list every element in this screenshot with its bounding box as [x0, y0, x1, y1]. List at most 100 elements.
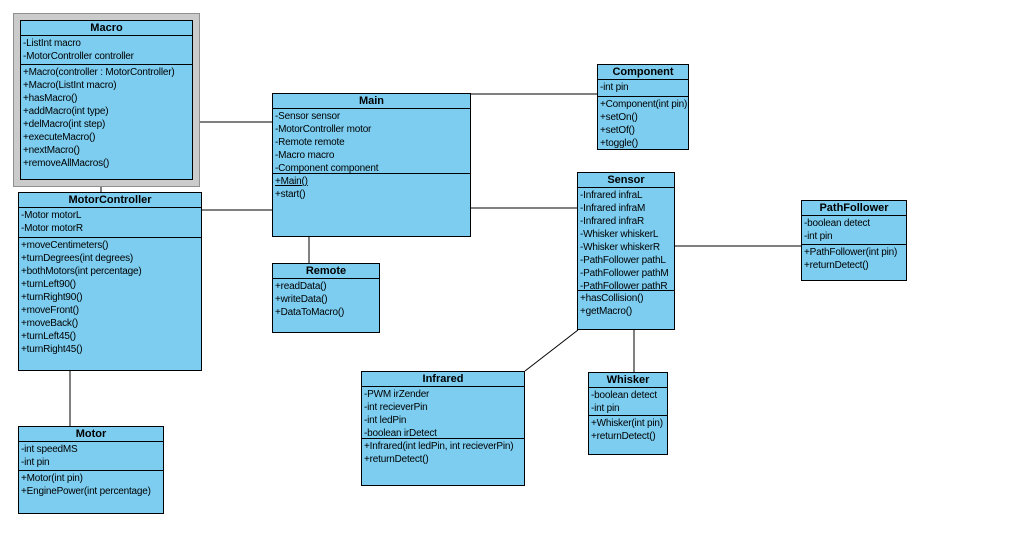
uml-method: +Component(int pin) [600, 99, 688, 110]
class-box-whisker[interactable]: Whisker -boolean detect -int pin +Whisker… [588, 372, 668, 455]
attributes-compartment: -Motor motorL -Motor motorR [19, 207, 201, 237]
uml-method: +returnDetect() [804, 260, 869, 271]
uml-method: +turnLeft45() [21, 331, 76, 342]
class-box-infrared[interactable]: Infrared -PWM irZender-int recieverPin-i… [361, 371, 525, 486]
class-box-macro[interactable]: Macro -ListInt macro -MotorController con… [20, 20, 193, 180]
uml-method: +setOf() [600, 125, 635, 136]
class-title: Component [612, 66, 674, 78]
class-title: Main [358, 95, 385, 107]
methods-compartment: +readData() +writeData() +DataToMacro() [273, 278, 379, 332]
uml-attribute: -int pin [21, 457, 50, 468]
uml-method: +turnDegrees(int degrees) [21, 253, 134, 264]
association-sensor-infrared[interactable] [524, 329, 579, 372]
uml-attribute: -Whisker whiskerR [580, 242, 660, 253]
class-title: Macro [90, 22, 123, 34]
class-box-pathfollower[interactable]: PathFollower -boolean detect -int pin +Pa… [801, 200, 907, 281]
class-box-remote[interactable]: Remote +readData() +writeData() +DataToMac… [272, 263, 380, 333]
class-title: PathFollower [819, 202, 889, 214]
uml-method: +bothMotors(int percentage) [21, 266, 142, 277]
methods-compartment: +Infrared(int ledPin, int recieverPin) +r… [362, 438, 524, 485]
uml-method: +setOn() [600, 112, 638, 123]
methods-compartment: +Macro(controller : MotorController) +Mac… [21, 64, 192, 179]
uml-attribute: -MotorController controller [23, 51, 134, 62]
attributes-compartment: -boolean detect -int pin [802, 215, 906, 244]
uml-method: +removeAllMacros() [23, 158, 110, 169]
class-box-sensor[interactable]: Sensor -Infrared infraL-Infrared infraM-… [577, 172, 675, 330]
uml-attribute: -Motor motorR [21, 223, 83, 234]
uml-attribute: -Infrared infraM [580, 203, 646, 214]
uml-method: +Infrared(int ledPin, int recieverPin) [364, 441, 514, 452]
selection-frame: Macro -ListInt macro -MotorController con… [13, 13, 200, 187]
uml-method: +Whisker(int pin) [591, 418, 663, 429]
uml-method: +nextMacro() [23, 145, 80, 156]
uml-attribute: -Remote remote [275, 137, 345, 148]
uml-attribute: -int pin [600, 82, 629, 93]
uml-method: +hasMacro() [23, 93, 78, 104]
uml-method: +addMacro(int type) [23, 106, 109, 117]
uml-method: +turnLeft90() [21, 279, 76, 290]
class-box-component[interactable]: Component -int pin +Component(int pin) +s… [597, 64, 689, 150]
methods-compartment: +hasCollision() +getMacro() [578, 290, 674, 329]
uml-method: +start() [275, 189, 306, 200]
uml-attribute: -Infrared infraR [580, 216, 645, 227]
uml-method: +returnDetect() [364, 454, 429, 465]
uml-attribute: -PathFollower pathL [580, 255, 666, 266]
uml-attribute: -int speedMS [21, 444, 78, 455]
uml-attribute: -PathFollower pathM [580, 268, 669, 279]
class-box-motor[interactable]: Motor -int speedMS-int pin +Motor(int pi… [18, 426, 164, 514]
uml-attribute: -boolean irDetect [364, 428, 437, 438]
uml-method: +getMacro() [580, 306, 632, 317]
methods-compartment: +Main() +start() [273, 173, 470, 236]
uml-attribute: -int pin [591, 403, 620, 414]
attributes-compartment: -boolean detect -int pin [589, 387, 667, 415]
uml-attribute: -ListInt macro [23, 38, 81, 49]
attributes-compartment: -ListInt macro -MotorController controlle… [21, 35, 192, 64]
attributes-compartment: -int speedMS -int pin [19, 441, 163, 470]
uml-method: +Motor(int pin) [21, 473, 83, 484]
class-title: Whisker [606, 374, 650, 386]
attributes-compartment: -Infrared infraL -Infrared infraM -Infrare… [578, 187, 674, 290]
uml-method: +Main() [275, 176, 308, 187]
class-title: Remote [305, 265, 347, 277]
methods-compartment: +moveCentimeters() +turnDegrees(int degre… [19, 237, 201, 370]
uml-attribute: -boolean detect [804, 218, 870, 229]
methods-compartment: +Component(int pin)+setOn()+setOf()+togg… [598, 96, 688, 149]
uml-method: +returnDetect() [591, 431, 656, 442]
methods-compartment: +Motor(int pin) +EnginePower(int percenta… [19, 470, 163, 513]
uml-attribute: -PWM irZender [364, 389, 430, 400]
uml-method: +turnRight45() [21, 344, 83, 355]
uml-method: +EnginePower(int percentage) [21, 486, 151, 497]
uml-attribute: -MotorController motor [275, 124, 372, 135]
uml-method: +DataToMacro() [275, 307, 345, 318]
uml-attribute: -int recieverPin [364, 402, 428, 413]
uml-method: +hasCollision() [580, 293, 644, 304]
uml-attribute: -Sensor sensor [275, 111, 341, 122]
uml-method: +moveFront() [21, 305, 79, 316]
uml-attribute: -Motor motorL [21, 210, 82, 221]
uml-attribute: -PathFollower pathR [580, 281, 668, 290]
uml-method: +moveCentimeters() [21, 240, 109, 251]
methods-compartment: +Whisker(int pin) +returnDetect() [589, 415, 667, 454]
attributes-compartment: -PWM irZender -int recieverPin -int ledPin… [362, 386, 524, 438]
uml-method: +writeData() [275, 294, 328, 305]
class-box-motorcontroller[interactable]: MotorController -Motor motorL-Motor moto… [18, 192, 202, 371]
uml-method: +Macro(controller : MotorController) [23, 67, 175, 78]
uml-method: +delMacro(int step) [23, 119, 106, 130]
uml-attribute: -Macro macro [275, 150, 335, 161]
uml-method: +PathFollower(int pin) [804, 247, 898, 258]
uml-method: +Macro(ListInt macro) [23, 80, 117, 91]
uml-attribute: -int ledPin [364, 415, 407, 426]
uml-method: +moveBack() [21, 318, 78, 329]
class-title: MotorController [68, 194, 152, 206]
uml-attribute: -Component component [275, 163, 379, 173]
attributes-compartment: -int pin [598, 79, 688, 96]
uml-attribute: -boolean detect [591, 390, 657, 401]
class-box-main[interactable]: Main -Sensor sensor -MotorController moto… [272, 93, 471, 237]
uml-attribute: -Infrared infraL [580, 190, 643, 201]
uml-attribute: -int pin [804, 231, 833, 242]
uml-method: +readData() [275, 281, 327, 292]
methods-compartment: +PathFollower(int pin) +returnDetect() [802, 244, 906, 280]
uml-method: +turnRight90() [21, 292, 83, 303]
